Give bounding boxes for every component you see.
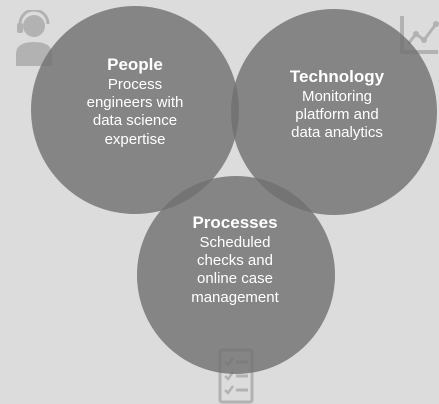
- processes-circle: [137, 176, 335, 374]
- processes-title: Processes: [192, 213, 278, 232]
- processes-body: Scheduled checks and online case managem…: [191, 233, 279, 306]
- people-body: Process engineers with data science expe…: [86, 75, 184, 148]
- processes-label: Processes Scheduled checks and online ca…: [160, 213, 310, 307]
- people-title: People: [107, 55, 163, 74]
- technology-circle: [231, 9, 437, 215]
- technology-title: Technology: [289, 67, 385, 86]
- technology-body: Monitoring platform and data analytics: [291, 87, 383, 142]
- people-circle: [31, 6, 239, 214]
- technology-label: Technology Monitoring platform and data …: [262, 67, 412, 143]
- person-headset-icon: [16, 10, 52, 66]
- people-label: People Process engineers with data scien…: [55, 55, 215, 149]
